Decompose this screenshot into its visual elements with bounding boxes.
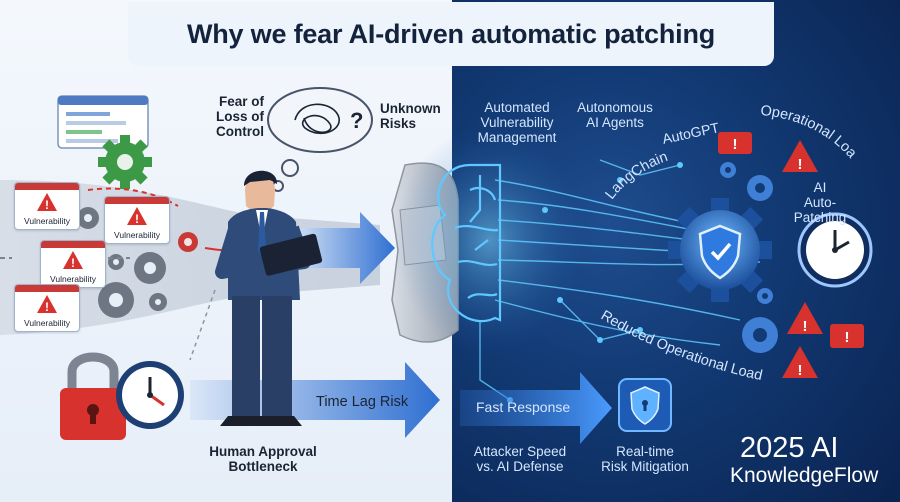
svg-text:!: ! xyxy=(733,136,738,153)
realtime-risk-mitigation-label: Real-time Risk Mitigation xyxy=(601,444,689,475)
fear-of-loss-of-control-label: Fear of Loss of Control xyxy=(215,94,264,140)
warning-icon: ! xyxy=(37,193,57,211)
svg-text:!: ! xyxy=(45,300,49,313)
warning-icon: ! xyxy=(127,207,147,225)
padlock-icon xyxy=(60,352,126,440)
shield-gear-icon xyxy=(668,198,772,302)
grey-gear-icons xyxy=(77,207,167,318)
thought-bubble: ? xyxy=(267,87,373,192)
vulnerability-card: ! Vulnerability xyxy=(104,196,170,244)
clock-right-icon xyxy=(797,212,873,288)
shield-lock-icon xyxy=(618,378,672,432)
svg-text:!: ! xyxy=(845,329,850,346)
middle-flow-arrow xyxy=(290,212,395,284)
vulnerability-label: Vulnerability xyxy=(24,216,70,226)
autonomous-ai-agents-label: Autonomous AI Agents xyxy=(577,100,653,131)
vulnerability-card: ! Vulnerability xyxy=(14,182,80,230)
svg-text:!: ! xyxy=(135,212,139,225)
vulnerability-label: Vulnerability xyxy=(50,274,96,284)
svg-text:!: ! xyxy=(71,256,75,269)
attacker-speed-vs-ai-defense-label: Attacker Speed vs. AI Defense xyxy=(473,444,567,475)
warning-icon: ! xyxy=(37,295,57,313)
ai-circuit-brain xyxy=(431,163,502,323)
fast-response-label: Fast Response xyxy=(476,399,571,415)
automated-vulnerability-management-label: Automated Vulnerability Management xyxy=(477,100,557,146)
warning-icon: ! xyxy=(63,251,83,269)
svg-text:!: ! xyxy=(803,318,808,335)
brand-line-1: 2025 AI xyxy=(740,432,839,464)
alert-icons: ! ! ! ! ! xyxy=(718,132,864,379)
title-banner: Why we fear AI-driven automatic patching xyxy=(128,2,774,66)
unknown-risks-label: Unknown Risks xyxy=(380,101,441,132)
svg-text:!: ! xyxy=(45,198,49,211)
brand-line-2: KnowledgeFlow xyxy=(730,464,879,487)
human-approval-bottleneck-label: Human Approval Bottleneck xyxy=(209,444,317,475)
businessman-illustration xyxy=(215,170,323,426)
vulnerability-label: Vulnerability xyxy=(114,230,160,240)
vulnerability-card: ! Vulnerability xyxy=(14,284,80,332)
time-lag-risk-label: Time Lag Risk xyxy=(316,394,409,410)
vulnerability-label: Vulnerability xyxy=(24,318,70,328)
langchain-label: LangChain xyxy=(603,149,670,202)
vulnerability-card: ! Vulnerability xyxy=(40,240,106,288)
small-blue-gears xyxy=(720,162,778,353)
svg-text:?: ? xyxy=(350,108,363,133)
svg-text:!: ! xyxy=(798,156,803,173)
ai-auto-patching-label: AI Auto-Patching xyxy=(793,180,847,226)
clock-icon xyxy=(116,361,184,429)
page-title: Why we fear AI-driven automatic patching xyxy=(186,18,716,49)
green-gear-icon xyxy=(98,135,152,189)
fast-response-arrow xyxy=(460,372,612,444)
browser-window-icon xyxy=(57,95,149,149)
red-gear-icon xyxy=(178,232,198,252)
svg-text:!: ! xyxy=(798,362,803,379)
